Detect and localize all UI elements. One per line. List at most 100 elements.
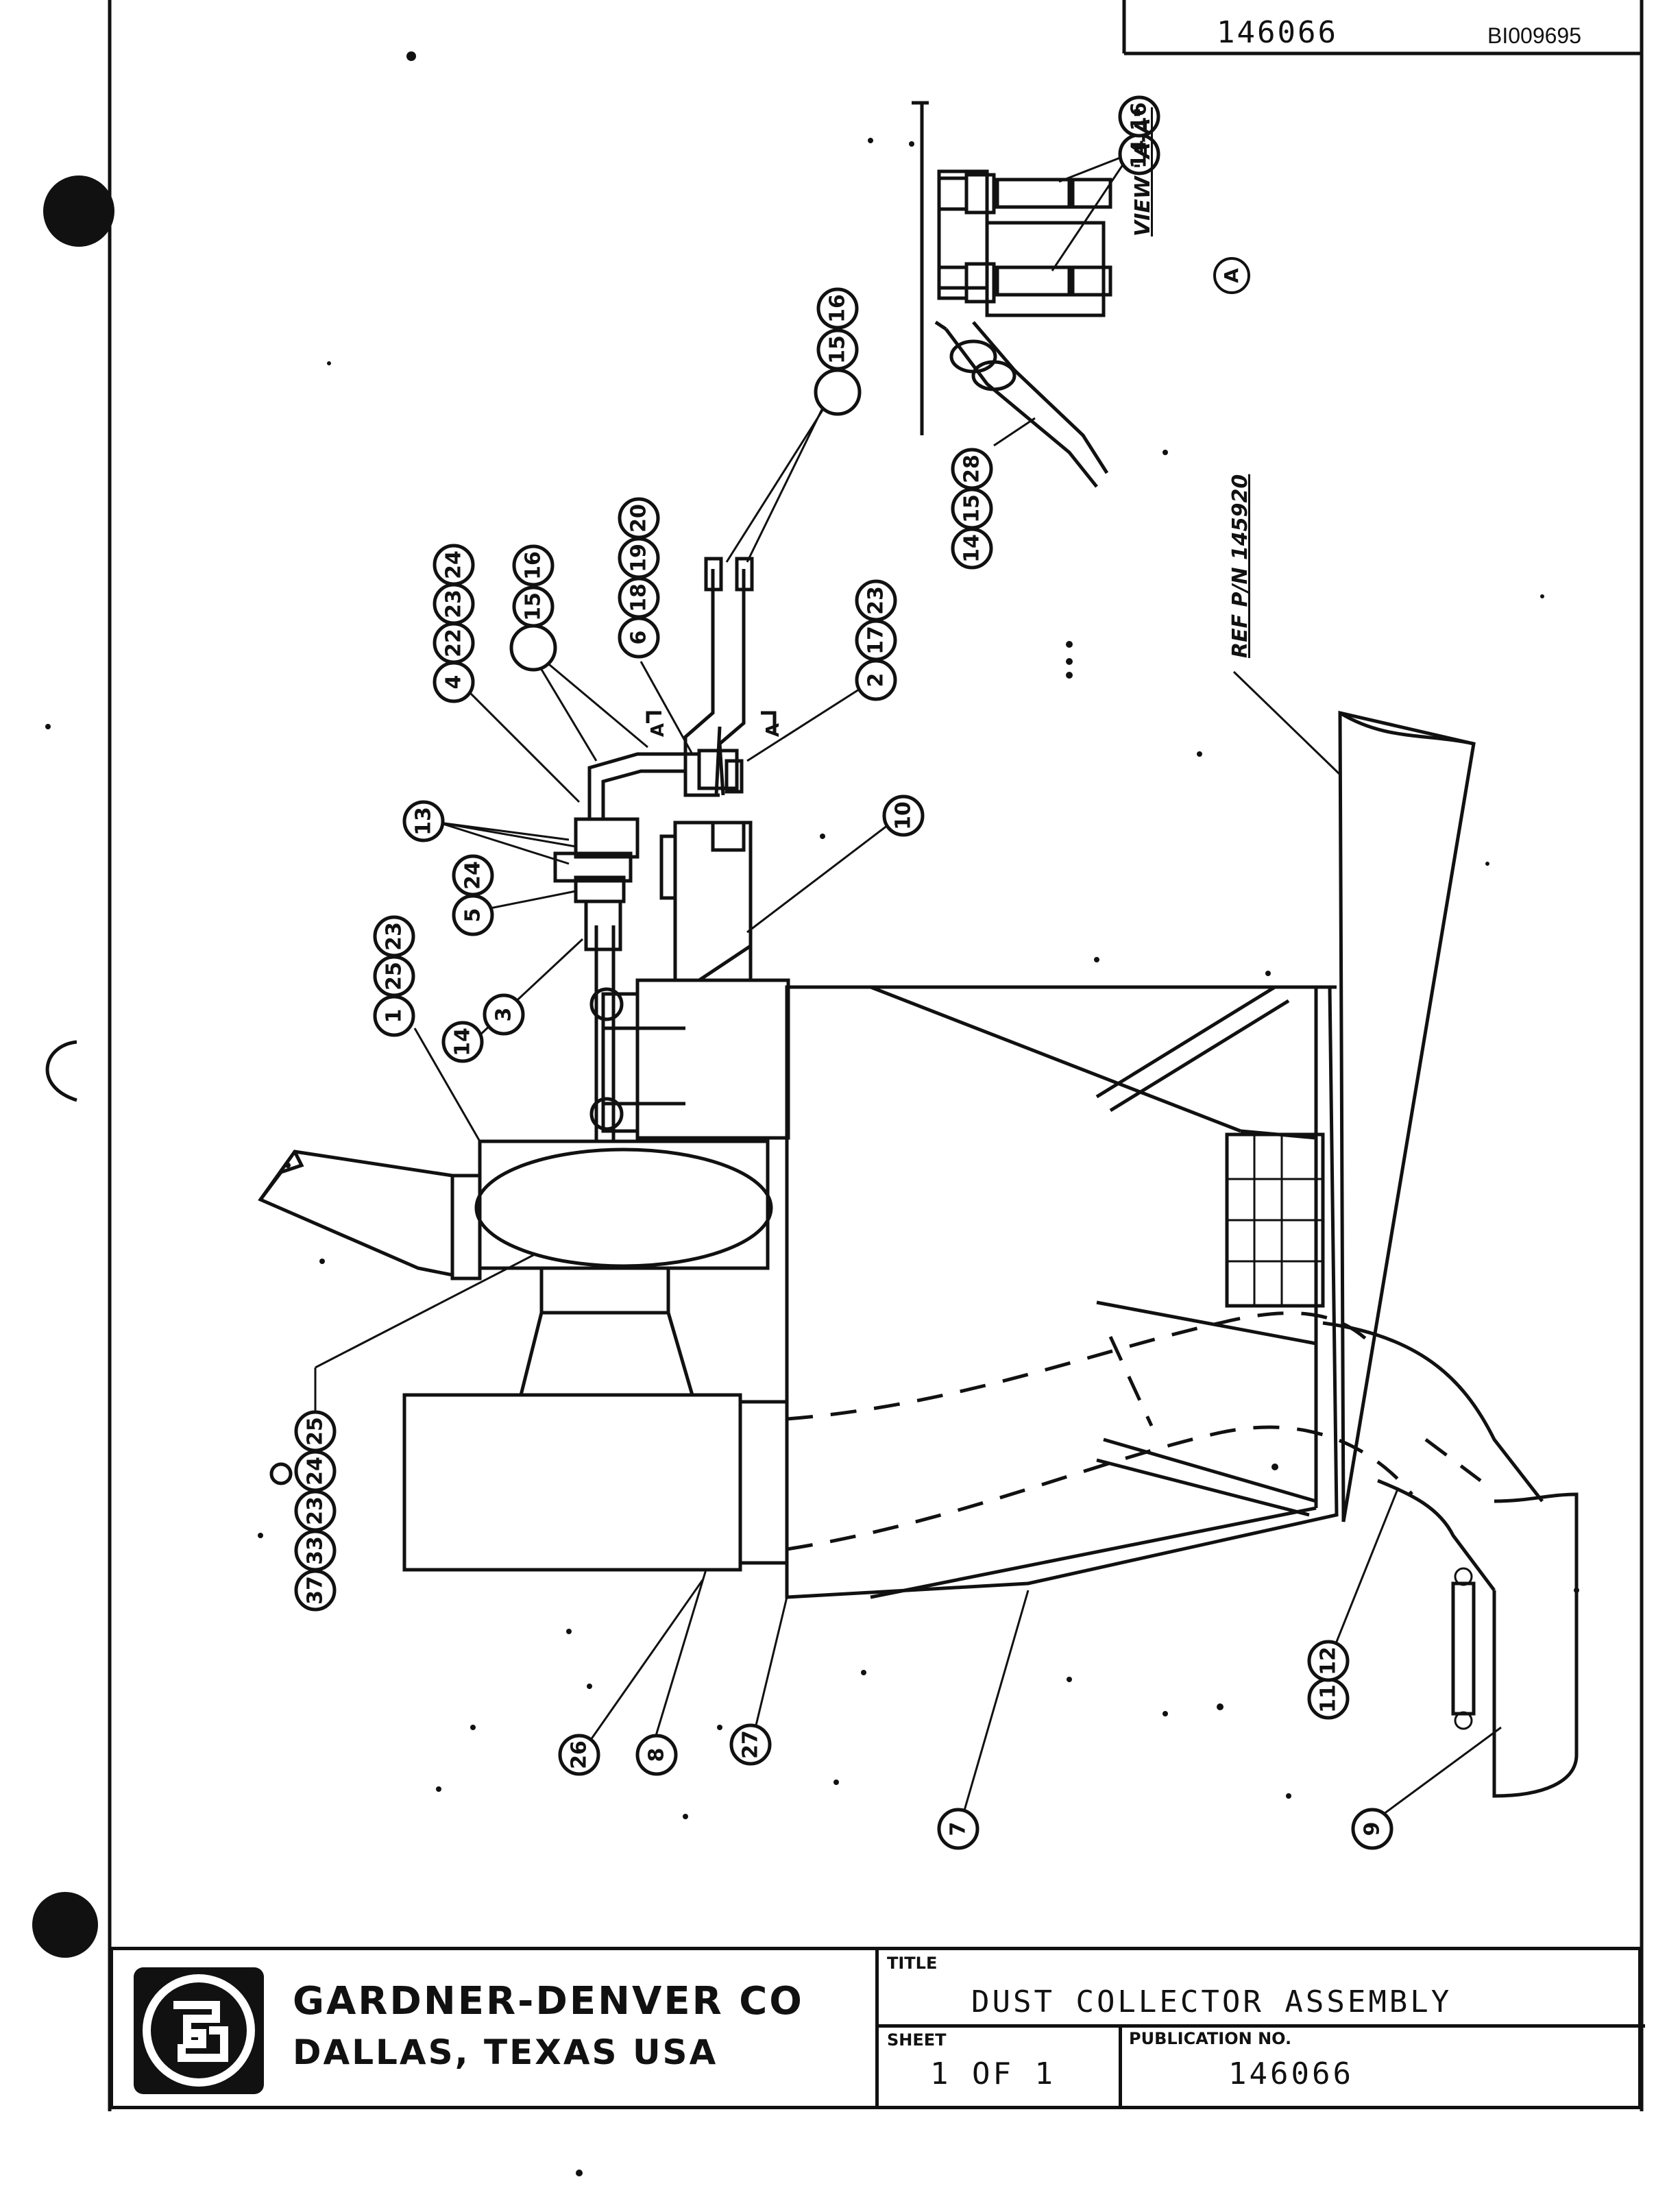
callout-number: 23 [442, 590, 466, 618]
callout-c-6-18-19-20: 6 18 19 20 [618, 497, 660, 659]
sheet-label: SHEET [887, 2030, 947, 2050]
callout-c-10: 10 [882, 794, 925, 837]
callout-number: 33 [304, 1536, 328, 1565]
callout-bubble [882, 794, 925, 837]
blank-balloon [269, 1462, 293, 1485]
sheet-border [108, 0, 1644, 2111]
callout-number: 15 [522, 592, 546, 621]
internal-ducting [786, 1311, 1482, 1551]
callout-number: 23 [304, 1496, 328, 1525]
title-panel: TITLE DUST COLLECTOR ASSEMBLY SHEET 1 OF… [875, 1947, 1645, 2109]
callout-bubble [618, 497, 660, 539]
callout-number: 19 [627, 544, 651, 572]
view-a-a-label: VIEW "A-A" [1131, 107, 1155, 236]
callout-bubble [729, 1723, 772, 1766]
callout-number: 14 [960, 534, 984, 563]
publication-label: PUBLICATION NO. [1129, 2029, 1292, 2048]
callout-number: 11 [1317, 1684, 1341, 1713]
drawing-title: DUST COLLECTOR ASSEMBLY [971, 1984, 1452, 2019]
callout-number: 25 [304, 1417, 328, 1446]
callout-c-27: 27 [729, 1723, 772, 1766]
blank-balloon [814, 368, 862, 416]
callout-bubble [1118, 95, 1160, 138]
leader-lines [314, 147, 1502, 1827]
callout-bubble [635, 1734, 678, 1776]
callout-c-13: 13 [402, 800, 445, 842]
logo-mark [143, 1974, 255, 2087]
callout-bubble [402, 800, 445, 842]
title-label: TITLE [887, 1954, 938, 1973]
callout-bubble [433, 544, 475, 586]
section-marker: A [1213, 257, 1250, 294]
callout-number: 1 [382, 1009, 406, 1023]
callout-number: 26 [568, 1740, 592, 1769]
section-cut-label-left: A [648, 722, 669, 738]
document-id: BI009695 [1487, 23, 1582, 48]
callout-bubble [373, 915, 415, 958]
callout-number: 20 [627, 504, 651, 533]
callout-c-14-3: 14 3 [441, 993, 525, 1063]
scan-speckle [45, 51, 1579, 2176]
callout-bubble [483, 993, 525, 1036]
callout-bubble [816, 287, 859, 330]
outlet-duct [1322, 1321, 1579, 1798]
binder-holes [32, 175, 114, 1958]
callout-bubble [558, 1734, 600, 1776]
view-a-a-detail [912, 101, 1112, 488]
callout-number: 37 [304, 1576, 328, 1605]
section-marker-letter: A [1220, 268, 1243, 283]
callout-number: 23 [382, 922, 406, 951]
callout-number: 3 [492, 1008, 516, 1022]
reference-note: REF P/N 145920 [1228, 474, 1252, 658]
callout-c-37-33-23-24-25: 37 33 23 24 25 [294, 1410, 337, 1612]
callout-number: 27 [739, 1730, 763, 1759]
callout-number: 28 [960, 454, 984, 483]
callout-number: 7 [947, 1822, 971, 1836]
callout-c-5-24: 5 24 [452, 854, 494, 936]
callout-c-9: 9 [1351, 1808, 1393, 1850]
title-block: GARDNER-DENVER CO DALLAS, TEXAS USA TITL… [110, 1947, 1645, 2109]
callout-number: 24 [461, 861, 485, 890]
publication-number: 146066 [1228, 2056, 1354, 2091]
callout-c-26: 26 [558, 1734, 600, 1776]
callout-c-14-15-28: 14 15 28 [951, 448, 993, 570]
callout-number: 10 [892, 801, 916, 830]
title-row-divider [879, 2024, 1645, 2028]
valve-tubing-assembly [553, 557, 777, 982]
callout-number: 17 [864, 626, 888, 655]
company-location: DALLAS, TEXAS USA [293, 2032, 718, 2072]
collector-housing [785, 985, 1339, 1599]
company-name: GARDNER-DENVER CO [293, 1979, 804, 2024]
callout-number: 5 [461, 908, 485, 923]
callout-number: 14 [451, 1028, 475, 1056]
callout-bubble [452, 854, 494, 897]
callout-bubble [294, 1410, 337, 1453]
callout-number: 12 [1317, 1647, 1341, 1675]
callout-number: 9 [1361, 1822, 1385, 1836]
callout-number: 13 [412, 807, 436, 836]
callout-number: 24 [304, 1457, 328, 1485]
callout-number: 18 [627, 583, 651, 612]
callout-c-8: 8 [635, 1734, 678, 1776]
callout-number: 8 [645, 1748, 669, 1762]
callout-number: 15 [826, 335, 850, 364]
callout-number: 6 [627, 631, 651, 645]
company-logo [134, 1967, 264, 2094]
blank-balloon [509, 624, 557, 672]
callout-number: 16 [522, 551, 546, 580]
callout-bubble [1307, 1640, 1350, 1682]
callout-number: 22 [442, 629, 466, 657]
callout-bubble [855, 579, 897, 622]
callout-number: 15 [960, 494, 984, 523]
section-cut-label-right: A [763, 722, 784, 738]
sheet-value: 1 OF 1 [930, 2056, 1056, 2091]
